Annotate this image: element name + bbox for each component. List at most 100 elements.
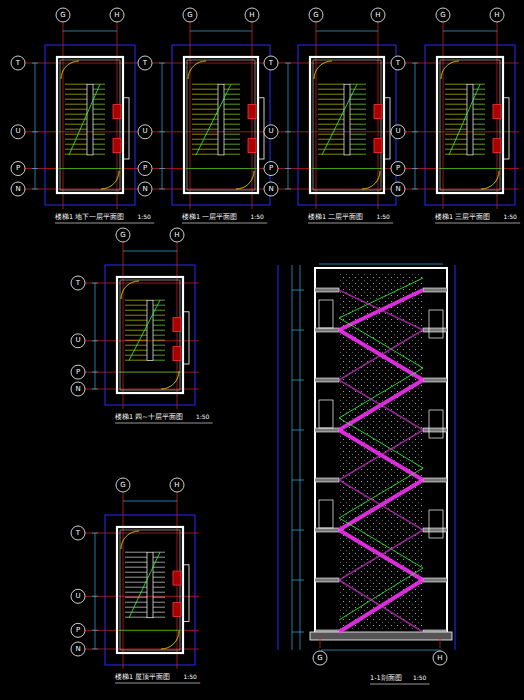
stair-flight: [339, 480, 423, 530]
section-wall: [315, 268, 447, 636]
axis-bubble: [71, 642, 85, 656]
stair-tread: [93, 119, 105, 120]
axis-line: [405, 168, 519, 169]
dimension-tick: [92, 596, 98, 597]
hydrant: [173, 571, 181, 585]
stair-tread: [318, 124, 344, 125]
stair-tread: [153, 572, 165, 573]
stair-tread: [224, 104, 240, 105]
axis-label: N: [395, 186, 400, 193]
axis-label: P: [396, 165, 400, 172]
handrail-line: [339, 368, 423, 418]
stair-tread: [153, 567, 165, 568]
stair-tread: [65, 104, 87, 105]
stair-tread: [445, 124, 467, 125]
axis-line: [85, 283, 199, 284]
door-swing: [121, 281, 139, 299]
axis-label: H: [437, 655, 442, 662]
door-swing: [188, 61, 206, 79]
axis-bubble: [71, 276, 85, 290]
stair-tread: [350, 154, 366, 155]
stair-tread: [224, 149, 240, 150]
stair-tread: [224, 144, 240, 145]
stair-tread: [318, 89, 344, 90]
stair-flight-back: [339, 530, 423, 580]
stair-tread: [192, 114, 218, 115]
axis-bubble: [138, 125, 152, 139]
stair-tread: [473, 114, 485, 115]
dimension-line: [35, 63, 36, 189]
hydrant: [374, 139, 382, 153]
stair-tread: [125, 355, 147, 356]
axis-line: [440, 636, 441, 648]
stair-tread: [153, 607, 165, 608]
dimension-line: [415, 63, 416, 189]
axis-label: N: [75, 646, 80, 653]
stair-tread: [224, 114, 240, 115]
handrail-line: [339, 518, 423, 568]
stair-tread: [445, 114, 467, 115]
landing-edge: [440, 168, 500, 169]
axis-bubble: [110, 8, 124, 22]
stair-tread: [318, 134, 344, 135]
stair-tread: [153, 355, 165, 356]
stair-tread: [192, 94, 218, 95]
axis-bubble: [391, 56, 405, 70]
stair-tread: [318, 94, 344, 95]
hydrant: [173, 603, 181, 617]
dimension-tick: [292, 380, 304, 381]
axis-bubble: [116, 478, 130, 492]
axis-bubble: [309, 8, 323, 22]
stair-tread: [350, 109, 366, 110]
stair-wall: [437, 57, 503, 193]
door-swing: [441, 61, 459, 79]
drawing-title: 1-1剖面图: [370, 675, 402, 682]
stair-tread: [192, 84, 218, 85]
stair-tread: [350, 99, 366, 100]
stair-tread: [473, 89, 485, 90]
stair-tread: [153, 300, 165, 301]
dimension-line: [288, 63, 289, 189]
axis-label: U: [75, 593, 80, 600]
stair-tread: [350, 104, 366, 105]
stair-tread: [93, 134, 105, 135]
axis-label: U: [142, 128, 147, 135]
stair-tread: [473, 149, 485, 150]
stair-flight: [339, 290, 423, 330]
stair-tread: [125, 577, 147, 578]
axis-bubble: [71, 365, 85, 379]
stair-wall: [117, 527, 183, 653]
stair-tread: [93, 139, 105, 140]
dimension-tick: [292, 330, 304, 331]
scale-text: 1:50: [376, 214, 389, 220]
stair-tread: [224, 154, 240, 155]
stair-tread: [153, 340, 165, 341]
axis-label: G: [120, 232, 125, 239]
stair-tread: [65, 99, 87, 100]
axis-label: P: [16, 165, 20, 172]
stair-tread: [125, 330, 147, 331]
drawing-title: 楼梯1 屋顶平面图: [115, 674, 170, 681]
axis-line: [123, 489, 124, 669]
stair-flight-back: [339, 380, 423, 430]
door-swing: [61, 61, 79, 79]
handrail: [147, 300, 153, 360]
stair-tread: [153, 305, 165, 306]
dimension-line: [300, 265, 301, 650]
stair-tread: [224, 109, 240, 110]
stair-tread: [125, 320, 147, 321]
stair-tread: [65, 109, 87, 110]
stair-tread: [445, 104, 467, 105]
hydrant: [173, 347, 181, 361]
dimension-tick: [92, 283, 98, 284]
door-swing: [314, 61, 332, 79]
stair-flight-back: [339, 580, 423, 632]
stair-tread: [93, 154, 105, 155]
dimension-line: [292, 265, 293, 650]
stair-tread: [318, 114, 344, 115]
axis-label: U: [395, 128, 400, 135]
stair-tread: [93, 99, 105, 100]
section-hatch: [340, 274, 422, 630]
dimension-line: [190, 31, 252, 32]
axis-line: [405, 189, 519, 190]
